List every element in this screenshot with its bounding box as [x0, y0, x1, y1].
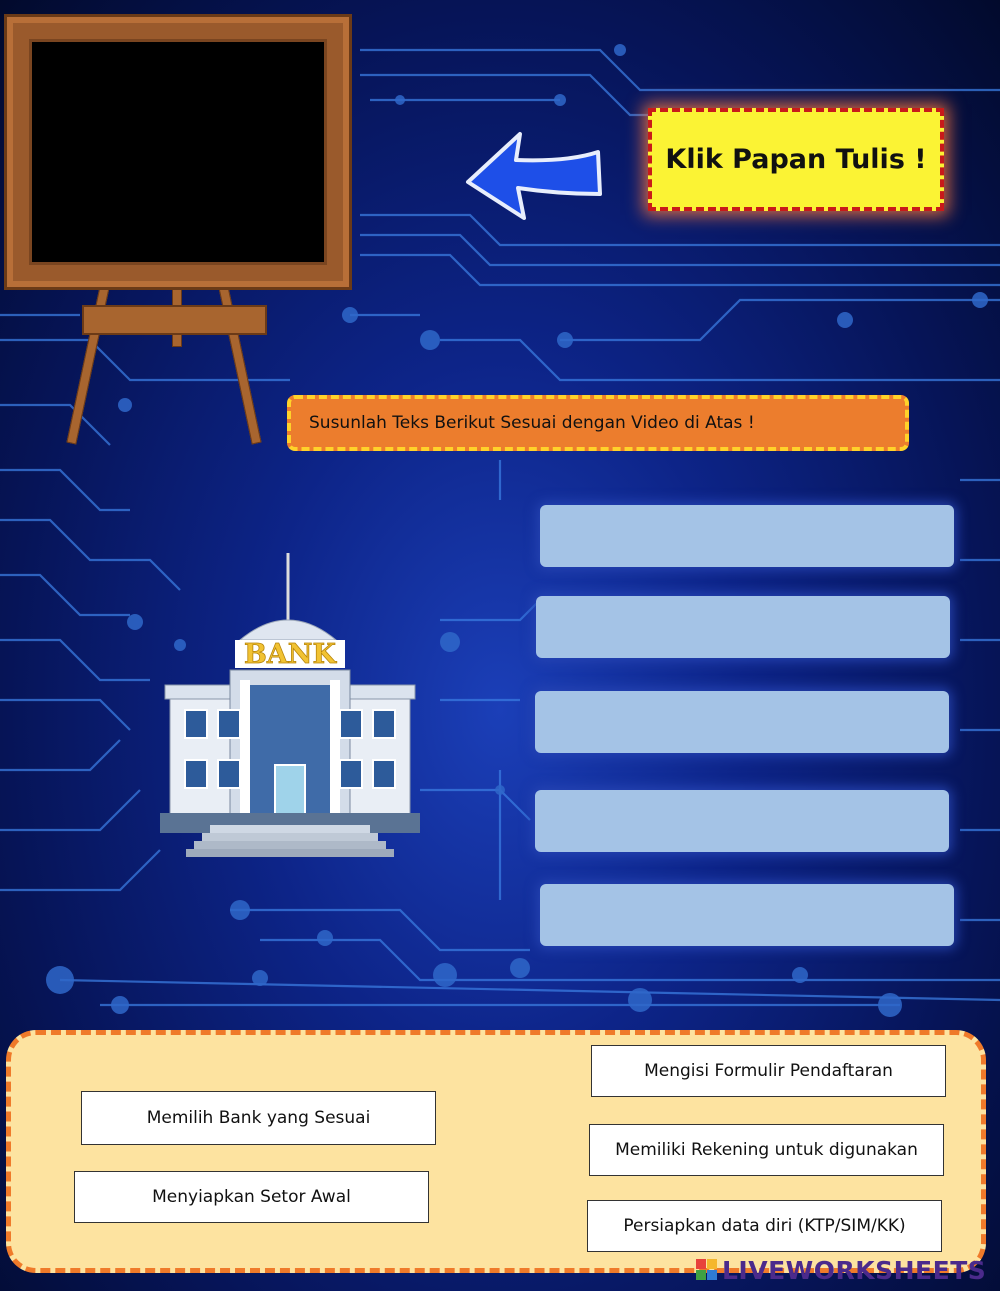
arrow-left-icon	[466, 132, 602, 220]
answer-card[interactable]: Menyiapkan Setor Awal	[74, 1171, 429, 1223]
bank-building-icon: BANK	[160, 553, 420, 857]
click-board-callout: Klik Papan Tulis !	[648, 108, 944, 211]
liveworksheets-logo: LIVEWORKSHEETS	[696, 1255, 986, 1285]
callout-text: Klik Papan Tulis !	[665, 144, 927, 175]
liveworksheets-mark-icon	[696, 1259, 718, 1281]
answer-slot-5[interactable]	[540, 884, 954, 946]
instruction-banner: Susunlah Teks Berikut Sesuai dengan Vide…	[287, 395, 909, 451]
answer-slot-4[interactable]	[535, 790, 949, 852]
easel-shelf	[82, 305, 267, 335]
answer-slot-3[interactable]	[535, 691, 949, 753]
blackboard-surface[interactable]	[29, 39, 327, 265]
answer-card[interactable]: Memiliki Rekening untuk digunakan	[589, 1124, 944, 1176]
answer-slot-1[interactable]	[540, 505, 954, 567]
answer-card[interactable]: Persiapkan data diri (KTP/SIM/KK)	[587, 1200, 942, 1252]
liveworksheets-text: LIVEWORKSHEETS	[722, 1255, 987, 1285]
bank-sign: BANK	[244, 639, 337, 670]
answer-card[interactable]: Memilih Bank yang Sesuai	[81, 1091, 436, 1145]
answer-card[interactable]: Mengisi Formulir Pendaftaran	[591, 1045, 946, 1097]
instruction-text: Susunlah Teks Berikut Sesuai dengan Vide…	[309, 413, 755, 433]
blackboard[interactable]	[4, 14, 352, 290]
answer-slot-2[interactable]	[536, 596, 950, 658]
